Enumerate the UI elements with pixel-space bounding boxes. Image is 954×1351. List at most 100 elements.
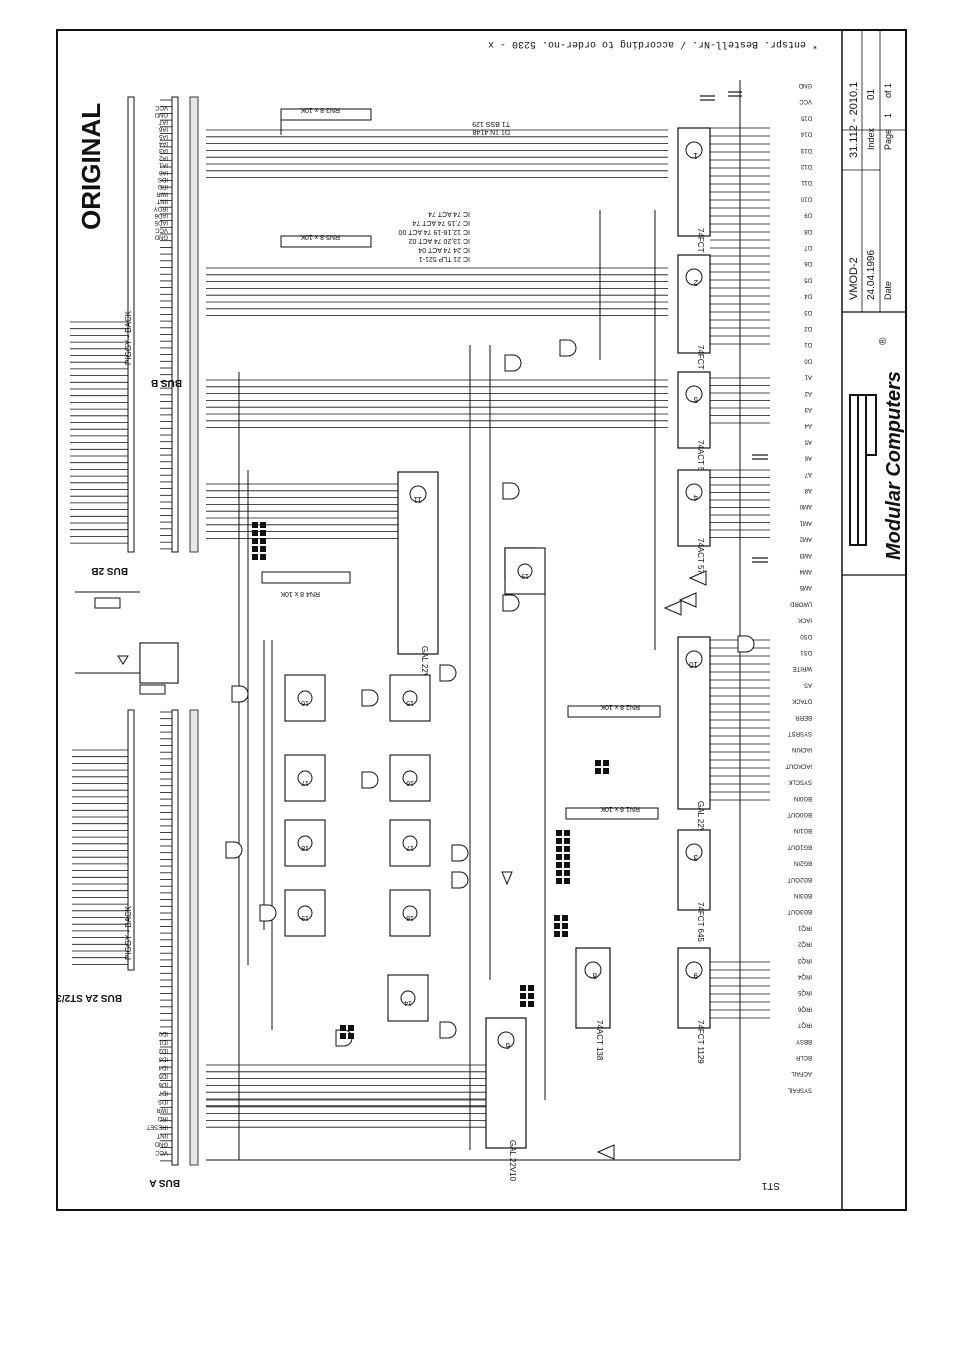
jumper-pin (252, 546, 258, 552)
jumper-pin (556, 870, 562, 876)
bus-b-signal: VCC (155, 226, 168, 232)
bus-b-signal: IINT (156, 198, 168, 204)
bus-a-signal: ID1 (158, 1039, 168, 1045)
flipflop-ref-circle (402, 835, 418, 851)
ic-table-row: IC 13,20 74 ACT 02 (409, 237, 470, 244)
bus-a-signal: ID2 (158, 1047, 168, 1053)
ic-ref: 8 (592, 971, 597, 980)
ic-u8: 8 74ACT 138 (575, 947, 611, 1061)
right-signal: D14 (800, 131, 812, 137)
right-signal: BCLR (795, 1054, 812, 1060)
ic-part: 74ACT 574 (696, 440, 705, 481)
right-signal: IRQ6 (797, 1005, 812, 1011)
board-name: VMOD-2 (848, 257, 860, 300)
jumper-pin (564, 878, 570, 884)
ic-ref: 1 (693, 151, 698, 160)
right-signal: D9 (804, 212, 812, 218)
bus-b-signal: IA0 (158, 169, 168, 175)
jumper-pin (564, 846, 570, 852)
flipflop-ref: 18 (301, 844, 309, 851)
right-signal: AM0 (799, 503, 812, 509)
right-signal: IACKIN (792, 746, 812, 752)
jumper-pin (564, 854, 570, 860)
right-signal: BG2OUT (787, 876, 812, 882)
ic-ref: 9 (693, 971, 698, 980)
ic-body (677, 636, 711, 810)
piggy-back-label-a: PIGGY - BACK (124, 905, 133, 960)
ic-table-row: IC 24 74 ACT 04 (418, 246, 470, 253)
right-signal: SYSCLK (788, 779, 812, 785)
flipflop: 16 (389, 754, 431, 802)
index-value: 01 (866, 88, 877, 100)
jumper-pin (562, 915, 568, 921)
flipflop: 17 (284, 754, 326, 802)
right-signal: AM2 (799, 536, 812, 542)
right-signal: BBSY (796, 1038, 812, 1044)
ic-ref-circle (497, 1031, 515, 1049)
right-signal: AM3 (799, 552, 812, 558)
jumper-pin (564, 870, 570, 876)
bus-b-signal: VCC (155, 104, 168, 110)
jumper-pin (564, 862, 570, 868)
flipflop-ref: 19 (521, 572, 529, 579)
original-stamp: ORIGINAL (76, 103, 106, 230)
bus-b-signal: IA1 (158, 162, 168, 168)
right-signal: IRQ1 (797, 924, 812, 930)
resistor-network-rn1 (565, 807, 659, 820)
jumper-pin (252, 522, 258, 528)
jumper-blocks (252, 522, 609, 1039)
bus-a-signal: ID3 (158, 1056, 168, 1062)
jumper-pin (528, 985, 534, 991)
jumper-pin (528, 1001, 534, 1007)
jumper-pin (340, 1025, 346, 1031)
ic-part: 74FCT 646 (696, 345, 705, 385)
jumper-pin (520, 985, 526, 991)
decoupling-capacitors (700, 91, 768, 563)
ic-part: 74ACT 138 (595, 1020, 604, 1061)
bus-a-signal: IRESET (146, 1124, 168, 1130)
date-value: 24.04.1996 (866, 250, 877, 300)
jumper-pin (520, 1001, 526, 1007)
right-signal: A3 (804, 406, 812, 412)
jumper-pin (554, 923, 560, 929)
bus-b-signal: IAD5 (154, 219, 168, 225)
bus-a-signal: IWR (156, 1107, 168, 1113)
jumper-pin (348, 1025, 354, 1031)
vertical-rails (206, 80, 741, 1161)
flipflop: 16 (284, 674, 326, 722)
ic-ref: 5 (693, 395, 698, 404)
ic-part: 74FCT 1129 (696, 1020, 705, 1064)
ic-ref-circle (409, 485, 427, 503)
ic-table-row: IC 21 TLP 521-1 (419, 255, 470, 262)
page-of: of 1 (883, 83, 893, 98)
st1-label: ST1 (761, 1180, 780, 1191)
bus-a-signal-labels: ID0ID1ID2ID3ID4ID5ID6ID7IDSIWRIRDIRESETI… (146, 1030, 168, 1155)
right-signal: SYSRST (788, 730, 812, 736)
right-signal: IACK (798, 617, 812, 623)
ic-part: 74ACT 574 (696, 538, 705, 579)
bus-a-label: BUS A (149, 1177, 180, 1188)
right-signal: D3 (804, 309, 812, 315)
bus-b-signal: IA2 (158, 154, 168, 160)
connector-bus-a (127, 709, 199, 1166)
right-signal: DS1 (800, 649, 812, 655)
drawing-number: 31.112 - 2010.1 (848, 82, 860, 158)
flipflop-ref-circle (297, 690, 313, 706)
jumper-pin (556, 862, 562, 868)
ic-ref-circle (584, 961, 602, 979)
flipflop-ref: 15 (406, 699, 414, 706)
bus-b-signal: IA3 (158, 147, 168, 153)
diode-d1: D1 1N 4148 (473, 128, 510, 135)
flipflop: 18 (389, 889, 431, 937)
ic-body (677, 829, 711, 911)
bus-a-signal: VCC (155, 1149, 168, 1155)
ic-ref-circle (685, 141, 703, 159)
bus-wires (206, 127, 770, 1128)
ic-ref: 3 (693, 853, 698, 862)
bus-b-signal: IWR (156, 190, 168, 196)
bus-a-signal: ID7 (158, 1090, 168, 1096)
right-signal: WRITE (793, 665, 812, 671)
bus-b-label: BUS B (151, 377, 182, 388)
flipflop-ref-circle (517, 563, 533, 579)
